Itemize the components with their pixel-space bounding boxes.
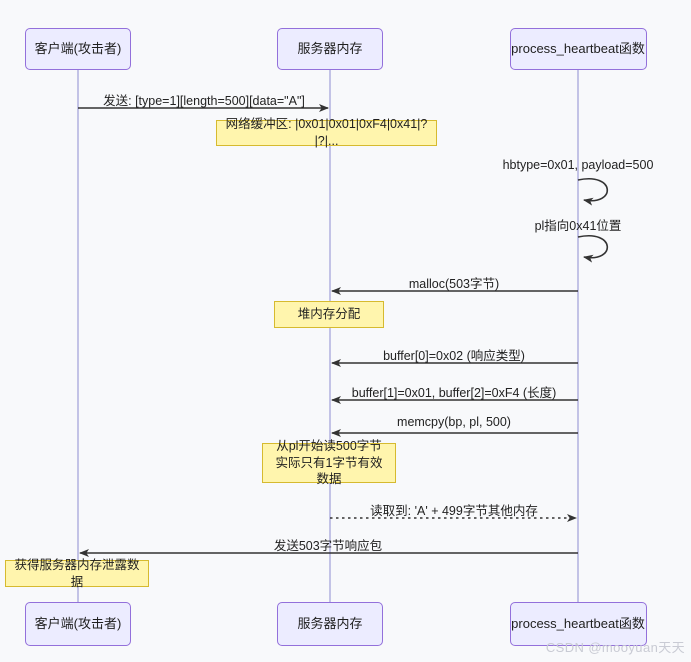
- message-label-m1: 发送: [type=1][length=500][data="A"]: [103, 94, 305, 108]
- note-n2: 堆内存分配: [274, 301, 384, 328]
- participant-top-handler[interactable]: process_heartbeat函数: [509, 28, 647, 70]
- participant-top-server[interactable]: 服务器内存: [277, 28, 383, 70]
- participant-bottom-client[interactable]: 客户端(攻击者): [25, 602, 131, 646]
- participant-label: process_heartbeat函数: [511, 41, 645, 57]
- participant-bottom-handler[interactable]: process_heartbeat函数: [509, 602, 647, 646]
- message-label-m7: memcpy(bp, pl, 500): [397, 415, 511, 429]
- lifelines-group: [77, 70, 579, 602]
- participant-top-client[interactable]: 客户端(攻击者): [25, 28, 131, 70]
- message-arrows-group: [78, 104, 609, 557]
- note-n3: 从pl开始读500字节 实际只有1字节有效数据: [262, 439, 396, 486]
- message-label-m3: pl指向0x41位置: [534, 219, 622, 233]
- participant-label: 服务器内存: [297, 41, 363, 57]
- participant-label: process_heartbeat函数: [511, 616, 645, 632]
- participant-label: 客户端(攻击者): [34, 616, 122, 632]
- message-label-m5: buffer[0]=0x02 (响应类型): [383, 349, 525, 363]
- message-label-m2: hbtype=0x01, payload=500: [502, 158, 654, 172]
- self-loop-arrow-m2: [577, 177, 609, 206]
- self-loop-arrow-m3: [577, 234, 609, 263]
- note-n1: 网络缓冲区: |0x01|0x01|0xF4|0x41|?|?|...: [216, 117, 437, 148]
- message-label-m6: buffer[1]=0x01, buffer[2]=0xF4 (长度): [351, 386, 557, 400]
- participant-bottom-server[interactable]: 服务器内存: [277, 602, 383, 646]
- participant-label: 服务器内存: [297, 616, 363, 632]
- message-label-m9: 发送503字节响应包: [273, 539, 383, 553]
- note-n4: 获得服务器内存泄露数据: [5, 558, 149, 589]
- watermark: CSDN @mooyuan天天: [545, 640, 685, 655]
- participant-label: 客户端(攻击者): [34, 41, 122, 57]
- message-label-m4: malloc(503字节): [408, 277, 500, 291]
- message-label-m8: 读取到: 'A' + 499字节其他内存: [370, 504, 538, 518]
